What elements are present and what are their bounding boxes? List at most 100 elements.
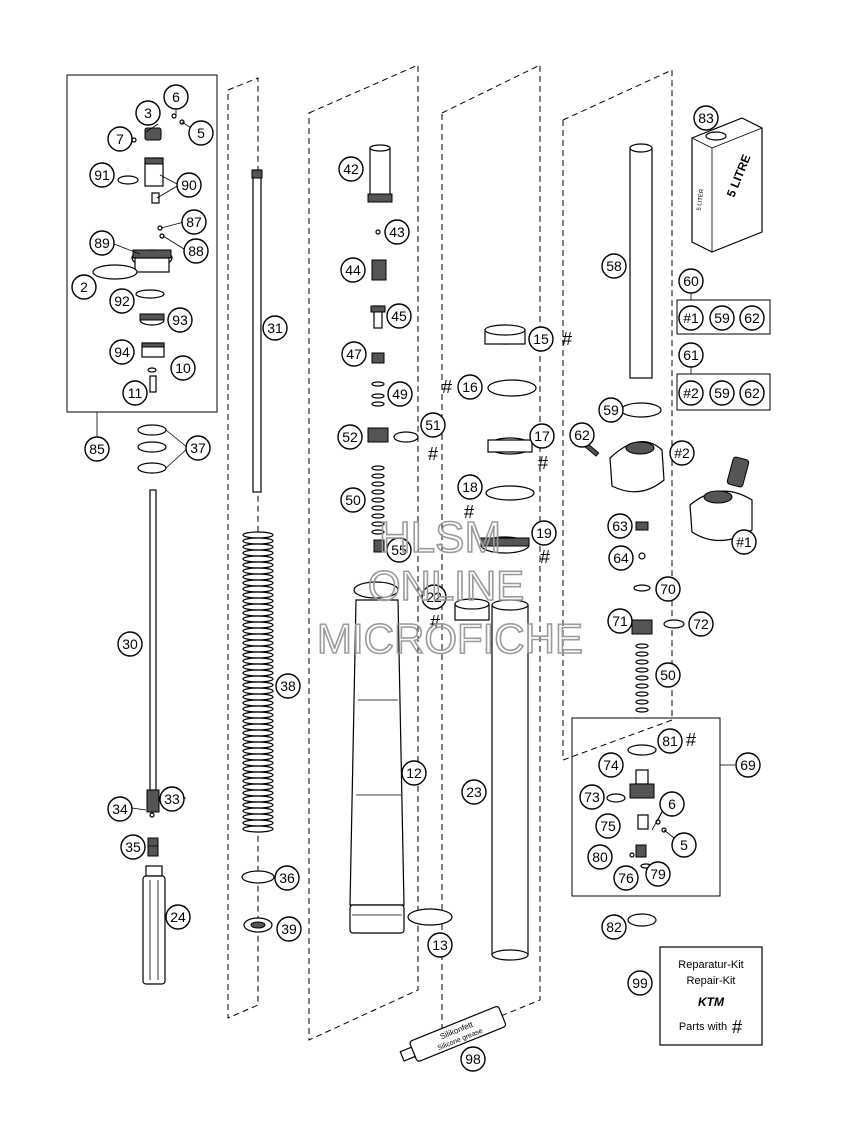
- callout-label: 45: [391, 308, 407, 324]
- callout-p81: 81: [657, 728, 683, 754]
- callout-label: 6: [668, 796, 676, 812]
- shim-washer: [635, 659, 649, 665]
- callout-label: 55: [391, 542, 407, 558]
- callout-circle: [84, 436, 110, 462]
- callout-circle: [275, 673, 301, 699]
- callout-p60: 60: [678, 268, 704, 294]
- callout-p5a: 5: [188, 120, 214, 146]
- callout-circle: [607, 513, 633, 539]
- callout-label: 71: [612, 613, 628, 629]
- callout-p69: 69: [735, 752, 761, 778]
- callout-k59a: 59: [709, 305, 735, 331]
- callout-circle: [608, 545, 634, 571]
- spring-coil: [242, 699, 274, 707]
- callout-circle: [337, 424, 363, 450]
- callout-p63: 63: [607, 513, 633, 539]
- callout-circle: [165, 904, 191, 930]
- callout-label: 16: [462, 379, 478, 395]
- spring-coil: [242, 807, 274, 815]
- callout-circle: [340, 487, 366, 513]
- callout-p49: 49: [387, 381, 413, 407]
- callout-label: 2: [80, 279, 88, 295]
- shim-washer: [371, 505, 385, 511]
- callout-p58: 58: [601, 253, 627, 279]
- callout-p35: 35: [120, 834, 146, 860]
- spring-coil: [242, 531, 274, 539]
- callout-circle: [460, 1046, 486, 1072]
- callout-circle: [387, 381, 413, 407]
- shim-washer: [371, 497, 385, 503]
- callout-p22: 22: [421, 584, 447, 610]
- callout-circle: [163, 84, 189, 110]
- fork-spring: [242, 531, 274, 833]
- grease-tube: Silikonfett Silicone grease: [399, 1006, 507, 1062]
- callout-circle: [274, 865, 300, 891]
- spring-coil: [242, 783, 274, 791]
- spring-coil: [242, 789, 274, 797]
- callout-label: 39: [281, 921, 297, 937]
- spring-coil: [242, 801, 274, 809]
- leader-lines: [113, 106, 684, 847]
- callout-circle: [569, 422, 595, 448]
- callout-label: 69: [740, 757, 756, 773]
- shim-washer: [635, 675, 649, 681]
- spring-coil: [242, 597, 274, 605]
- callout-circle: [89, 230, 115, 256]
- callout-p5b: 5: [671, 832, 697, 858]
- callout-circle: [587, 844, 613, 870]
- kit-box-60: [676, 299, 771, 335]
- callout-circle: [598, 752, 624, 778]
- callout-circle: [176, 172, 202, 198]
- svg-text:Reparatur-Kit: Reparatur-Kit: [678, 959, 743, 971]
- callout-circle: [688, 611, 714, 637]
- callout-circle: [117, 631, 143, 657]
- shim-washer: [371, 529, 385, 535]
- callout-label: 59: [603, 402, 619, 418]
- callout-label: #2: [683, 385, 699, 401]
- callout-circle: [678, 342, 704, 368]
- callout-circle: [170, 355, 196, 381]
- spring-coil: [242, 813, 274, 821]
- callout-label: 60: [683, 273, 699, 289]
- spring-coil: [242, 591, 274, 599]
- spring-column-group: [241, 169, 275, 933]
- callout-p34: 34: [107, 796, 133, 822]
- spring-coil: [242, 651, 274, 659]
- spring-coil: [242, 645, 274, 653]
- shim-washer: [371, 465, 385, 471]
- callout-v1: #1: [731, 529, 757, 555]
- callout-p36: 36: [274, 865, 300, 891]
- callout-p55: 55: [386, 537, 412, 563]
- callout-circle: [659, 791, 685, 817]
- callout-p17: 17: [529, 423, 555, 449]
- callout-p64: 64: [608, 545, 634, 571]
- callout-label: 18: [462, 479, 478, 495]
- callout-circle: [579, 784, 605, 810]
- callout-k62b: 62: [739, 380, 765, 406]
- callout-label: 37: [190, 440, 206, 456]
- callout-p71: 71: [607, 608, 633, 634]
- spring-coil: [242, 603, 274, 611]
- callout-p90: 90: [176, 172, 202, 198]
- shim-washer: [371, 513, 385, 519]
- svg-text:Parts with: Parts with: [679, 1021, 727, 1033]
- callout-p79: 79: [645, 861, 671, 887]
- watermark: HLSM ONLINE MICROFICHE: [316, 512, 584, 663]
- spring-coil: [242, 819, 274, 827]
- callout-circle: [338, 156, 364, 182]
- callout-label: 82: [606, 919, 622, 935]
- callout-p76: 76: [613, 865, 639, 891]
- svg-text:#: #: [732, 1017, 742, 1037]
- callout-p50a: 50: [340, 487, 366, 513]
- callout-circle: [731, 529, 757, 555]
- spring-coil: [242, 621, 274, 629]
- spring-coil: [242, 735, 274, 743]
- callout-label: 99: [632, 975, 648, 991]
- spring-coil: [242, 687, 274, 695]
- callout-circle: [107, 796, 133, 822]
- callout-p89: 89: [89, 230, 115, 256]
- spring-coil: [242, 747, 274, 755]
- callout-label: 10: [175, 360, 191, 376]
- hash-51: #: [428, 444, 438, 464]
